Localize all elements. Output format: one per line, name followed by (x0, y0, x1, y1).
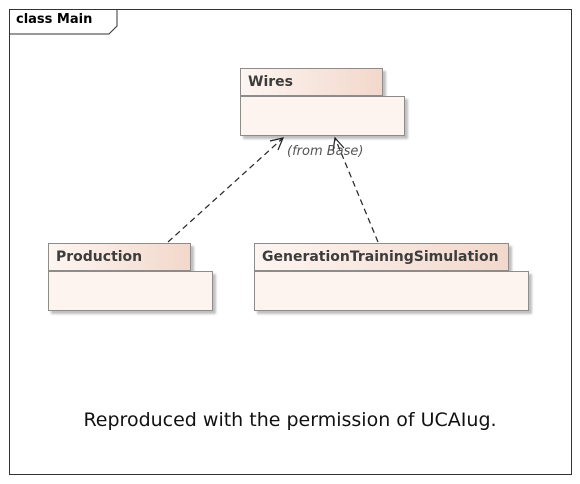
dependency-production-wires[interactable] (167, 137, 284, 243)
package-wires-name: Wires (248, 74, 293, 90)
package-generation-name: GenerationTrainingSimulation (262, 249, 499, 265)
diagram-frame (9, 9, 572, 475)
package-production-body (48, 271, 213, 311)
package-production-tab: Production (48, 243, 191, 271)
package-generation-body (254, 271, 529, 311)
arrowhead-generation-wires (332, 136, 345, 152)
package-wires-note: (from Base) (287, 144, 364, 159)
arrowhead-production-wires (269, 137, 285, 151)
frame-label: class Main (16, 12, 93, 27)
package-production-name: Production (56, 249, 143, 265)
frame-tab (9, 9, 118, 35)
permission-caption: Reproduced with the permission of UCAIug… (83, 409, 497, 431)
package-wires-tab: Wires (240, 68, 383, 96)
dependency-generation-wires[interactable] (334, 137, 379, 243)
package-wires-body (240, 96, 405, 136)
package-generation-tab: GenerationTrainingSimulation (254, 243, 509, 271)
